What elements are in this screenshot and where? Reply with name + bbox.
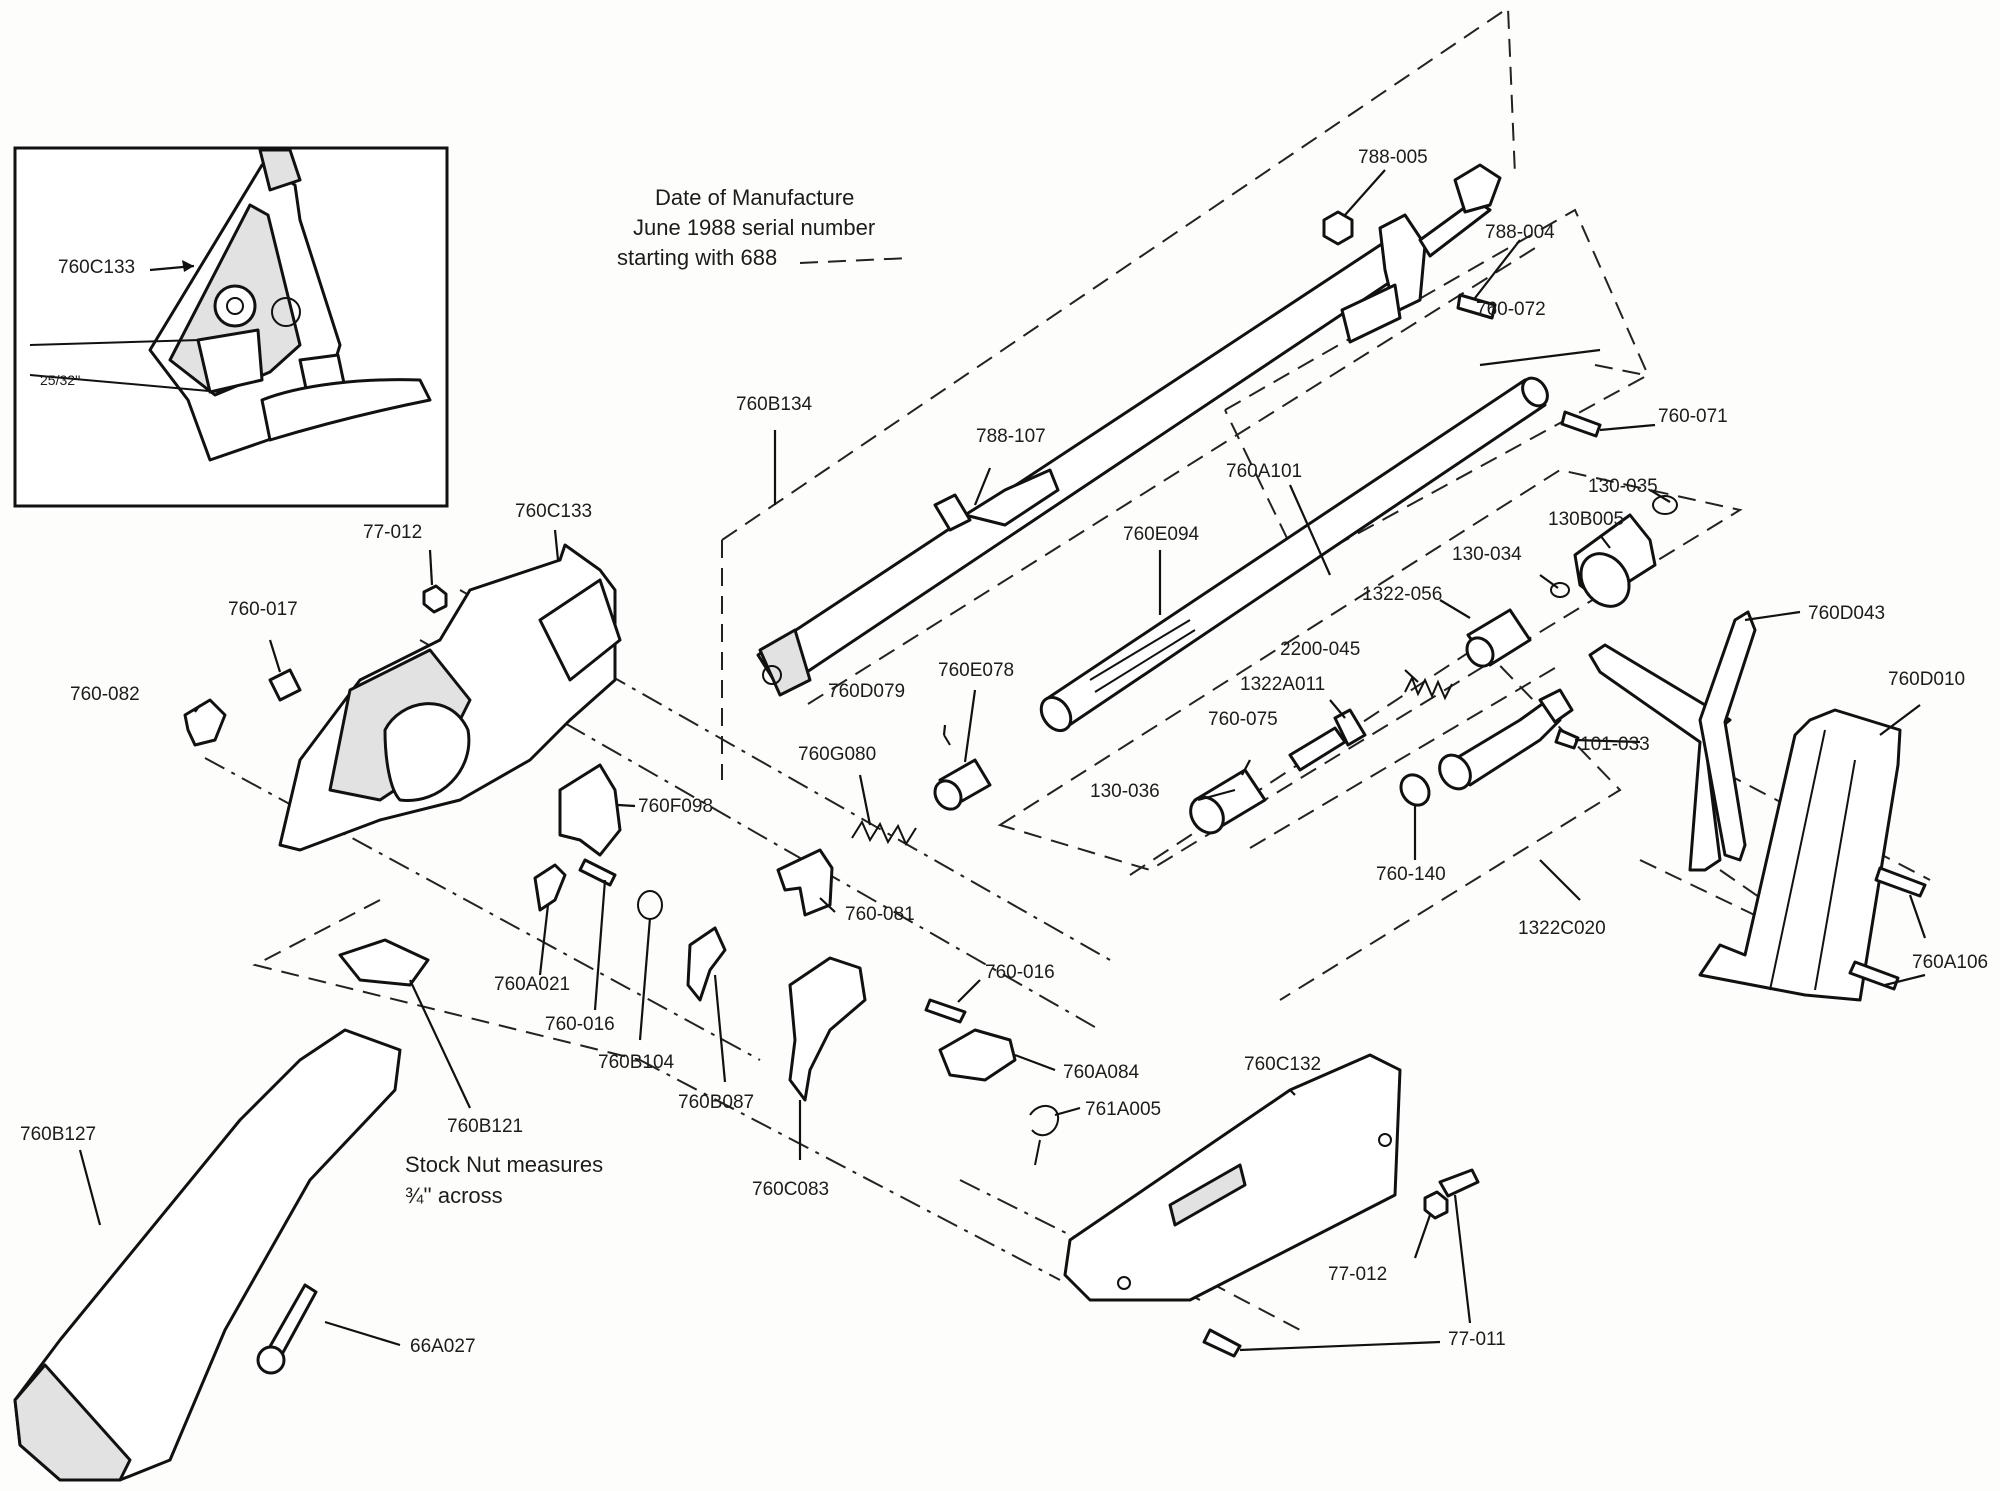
label-760E094: 760E094 — [1123, 524, 1200, 545]
label-788-005: 788-005 — [1358, 147, 1428, 168]
label-760B104: 760B104 — [598, 1052, 675, 1073]
label-2200-045: 2200-045 — [1280, 639, 1360, 660]
label-130B005: 130B005 — [1548, 509, 1624, 530]
label-760B127: 760B127 — [20, 1124, 96, 1145]
label-66A027: 66A027 — [410, 1336, 476, 1357]
note-line-2: June 1988 serial number — [633, 215, 875, 240]
label-760C133: 760C133 — [515, 501, 592, 522]
label-760B134: 760B134 — [736, 394, 813, 415]
label-1322A011: 1322A011 — [1240, 674, 1325, 695]
note-line-1: Date of Manufacture — [655, 185, 854, 210]
inset-dimension: 25/32'' — [40, 372, 80, 388]
label-760B121: 760B121 — [447, 1116, 523, 1137]
label-760-016-a: 760-016 — [545, 1014, 615, 1035]
label-760E078: 760E078 — [938, 660, 1014, 681]
label-1322C020: 1322C020 — [1518, 918, 1606, 939]
label-760G080: 760G080 — [798, 744, 876, 765]
label-130-034: 130-034 — [1452, 544, 1522, 565]
note-line-3: starting with 688 — [617, 245, 777, 270]
manufacture-note: Date of Manufacture June 1988 serial num… — [617, 185, 875, 270]
label-760A101: 760A101 — [1226, 461, 1302, 482]
label-760A106: 760A106 — [1912, 952, 1988, 973]
label-760-075: 760-075 — [1208, 709, 1278, 730]
label-760-081: 760-081 — [845, 904, 915, 925]
label-760-140: 760-140 — [1376, 864, 1446, 885]
leader-lines — [78, 169, 1927, 1352]
label-788-004: 788-004 — [1485, 222, 1555, 243]
label-1322-056: 1322-056 — [1362, 584, 1442, 605]
label-760-072: 760-072 — [1476, 299, 1546, 320]
label-760-082: 760-082 — [70, 684, 140, 705]
label-77-011: 77-011 — [1448, 1329, 1506, 1350]
label-130-036: 130-036 — [1090, 781, 1160, 802]
label-760-016-b: 760-016 — [985, 962, 1055, 983]
label-760-071: 760-071 — [1658, 406, 1728, 427]
label-760F098: 760F098 — [638, 796, 713, 817]
label-760D010: 760D010 — [1888, 669, 1965, 690]
label-760-017: 760-017 — [228, 599, 298, 620]
parts-drawing — [13, 163, 1927, 1482]
stock-nut-line-2: ¾'' across — [405, 1183, 503, 1208]
label-760D079: 760D079 — [828, 681, 905, 702]
inset-part-label: 760C133 — [58, 257, 135, 278]
label-760B087: 760B087 — [678, 1092, 754, 1113]
label-760A021: 760A021 — [494, 974, 570, 995]
label-760A084: 760A084 — [1063, 1062, 1140, 1083]
label-77-012-top: 77-012 — [363, 522, 422, 543]
label-130-035: 130-035 — [1588, 476, 1658, 497]
label-101-033: 101-033 — [1580, 734, 1650, 755]
stock-nut-line-1: Stock Nut measures — [405, 1152, 603, 1177]
part-labels: 788-005 788-004 760-072 760-071 760B134 … — [20, 147, 1988, 1357]
label-760D043: 760D043 — [1808, 603, 1885, 624]
inset-detail — [13, 146, 449, 508]
label-788-107: 788-107 — [976, 426, 1046, 447]
label-761A005: 761A005 — [1085, 1099, 1161, 1120]
label-77-012-bottom: 77-012 — [1328, 1264, 1387, 1285]
stock-nut-note: Stock Nut measures ¾'' across — [405, 1152, 603, 1208]
label-760C132: 760C132 — [1244, 1054, 1321, 1075]
label-760C083: 760C083 — [752, 1179, 829, 1200]
